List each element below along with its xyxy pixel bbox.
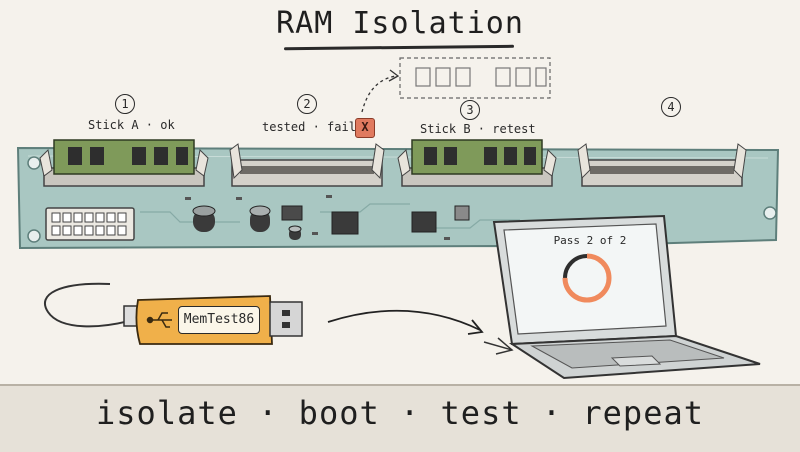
dimm-slot-4 [577, 143, 747, 187]
usb-symbol-icon [146, 312, 172, 328]
chip-icon [281, 205, 303, 221]
slot-number-4: 4 [661, 97, 681, 117]
removed-stick-outline [361, 57, 551, 113]
dimm-slot-3 [397, 139, 557, 187]
chip-icon [411, 211, 437, 233]
slot-number-1: 1 [115, 94, 135, 114]
power-connector [45, 207, 135, 241]
slot-2-label: tested · failed [262, 120, 371, 134]
footer-caption: isolate · boot · test · repeat [96, 394, 704, 432]
usb-drive-label: MemTest86 [178, 306, 260, 334]
screw-hole-icon [27, 229, 41, 243]
failed-badge-icon: X [355, 118, 375, 138]
chip-icon [331, 211, 359, 235]
test-pass-status: Pass 2 of 2 [553, 234, 627, 247]
slot-number-2: 2 [297, 94, 317, 114]
laptop-screen [503, 223, 667, 335]
capacitor-icon [192, 205, 216, 232]
screw-hole-icon [27, 156, 41, 170]
usb-drive [44, 282, 303, 345]
chip-icon [454, 205, 470, 221]
laptop [492, 214, 761, 380]
diagram-title: RAM Isolation [276, 6, 524, 41]
dimm-slot-1 [39, 139, 209, 187]
board-components [185, 195, 470, 240]
slot-number-3: 3 [460, 100, 480, 120]
progress-ring [562, 253, 612, 303]
screw-hole-icon [763, 206, 777, 220]
dimm-slot-2 [229, 143, 385, 187]
boot-arrow [327, 309, 481, 331]
slot-3-label: Stick B · retest [420, 122, 536, 136]
slot-1-label: Stick A · ok [88, 118, 175, 132]
capacitor-icon [288, 225, 302, 240]
capacitor-icon [249, 205, 271, 232]
footer-banner [0, 384, 800, 452]
